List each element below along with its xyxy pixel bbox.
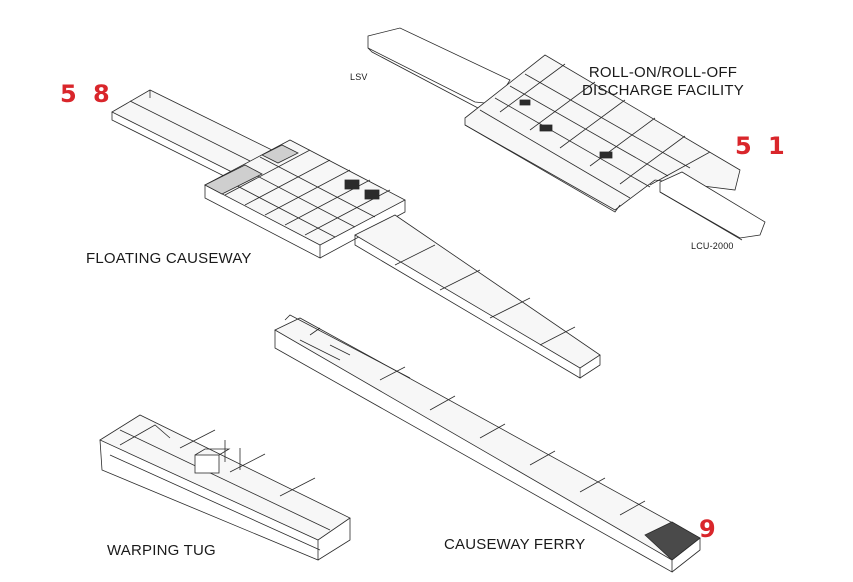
floating-causeway-label: FLOATING CAUSEWAY [86, 250, 252, 267]
causeway-ferry [274, 314, 701, 573]
floating-causeway-quantity: 5 8 [60, 80, 114, 108]
lsv-label: LSV [350, 72, 368, 82]
causeway-ferry-label: CAUSEWAY FERRY [444, 536, 586, 553]
rrdf-title-line-2: DISCHARGE FACILITY [582, 82, 744, 99]
rrdf-title-line-1: ROLL-ON/ROLL-OFF [588, 64, 738, 81]
floating-causeway [111, 89, 601, 379]
rrdf-quantity: 5 1 [735, 132, 789, 160]
lcu-2000-vessel [659, 171, 766, 241]
lsv-vessel [367, 27, 511, 109]
lcu-label: LCU-2000 [691, 241, 734, 251]
warping-tug-label: WARPING TUG [107, 542, 216, 559]
warping-tug [99, 414, 351, 561]
causeway-ferry-quantity: 9 [699, 515, 720, 543]
rrdf-title: ROLL-ON/ROLL-OFF DISCHARGE FACILITY [582, 64, 744, 100]
